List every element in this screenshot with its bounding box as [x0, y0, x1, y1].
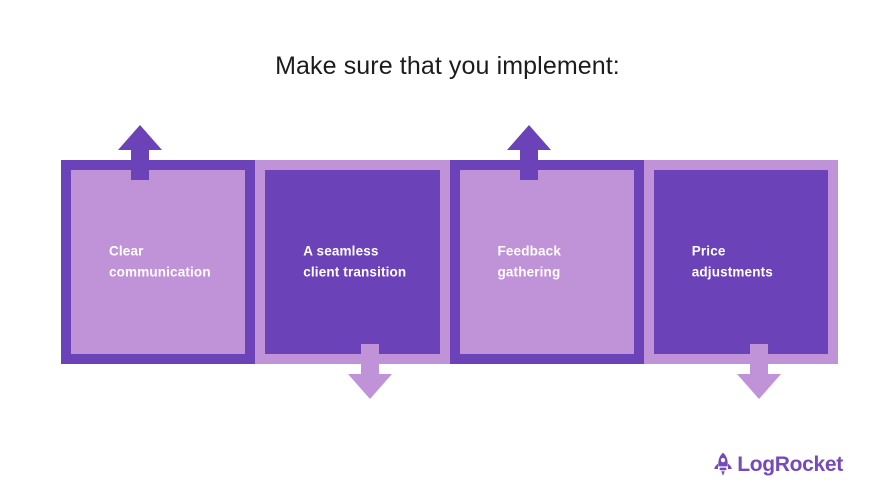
step-label-1: Clear communication	[109, 243, 211, 279]
arrow-down-icon-4	[735, 344, 783, 400]
arrow-up-icon-3	[505, 124, 553, 180]
arrow-up-icon-1	[116, 124, 164, 180]
step-label-4: Price adjustments	[691, 243, 773, 279]
arrow-down-icon-2	[346, 344, 394, 400]
step-card-1[interactable]: Clear communication	[61, 125, 256, 364]
logrocket-logo: LogRocket	[712, 452, 843, 477]
step-card-2[interactable]: A seamless client transition	[255, 160, 450, 399]
rocket-icon	[712, 452, 734, 477]
logrocket-wordmark: LogRocket	[737, 453, 843, 476]
step-label-2: A seamless client transition	[303, 243, 407, 279]
step-label-3: Feedback gathering	[497, 243, 561, 279]
step-card-3[interactable]: Feedback gathering	[449, 125, 644, 364]
page-title: Make sure that you implement:	[275, 52, 620, 80]
process-steps-row: Clear communication A seamless client tr…	[61, 125, 838, 399]
step-card-4[interactable]: Price adjustments	[643, 160, 838, 399]
